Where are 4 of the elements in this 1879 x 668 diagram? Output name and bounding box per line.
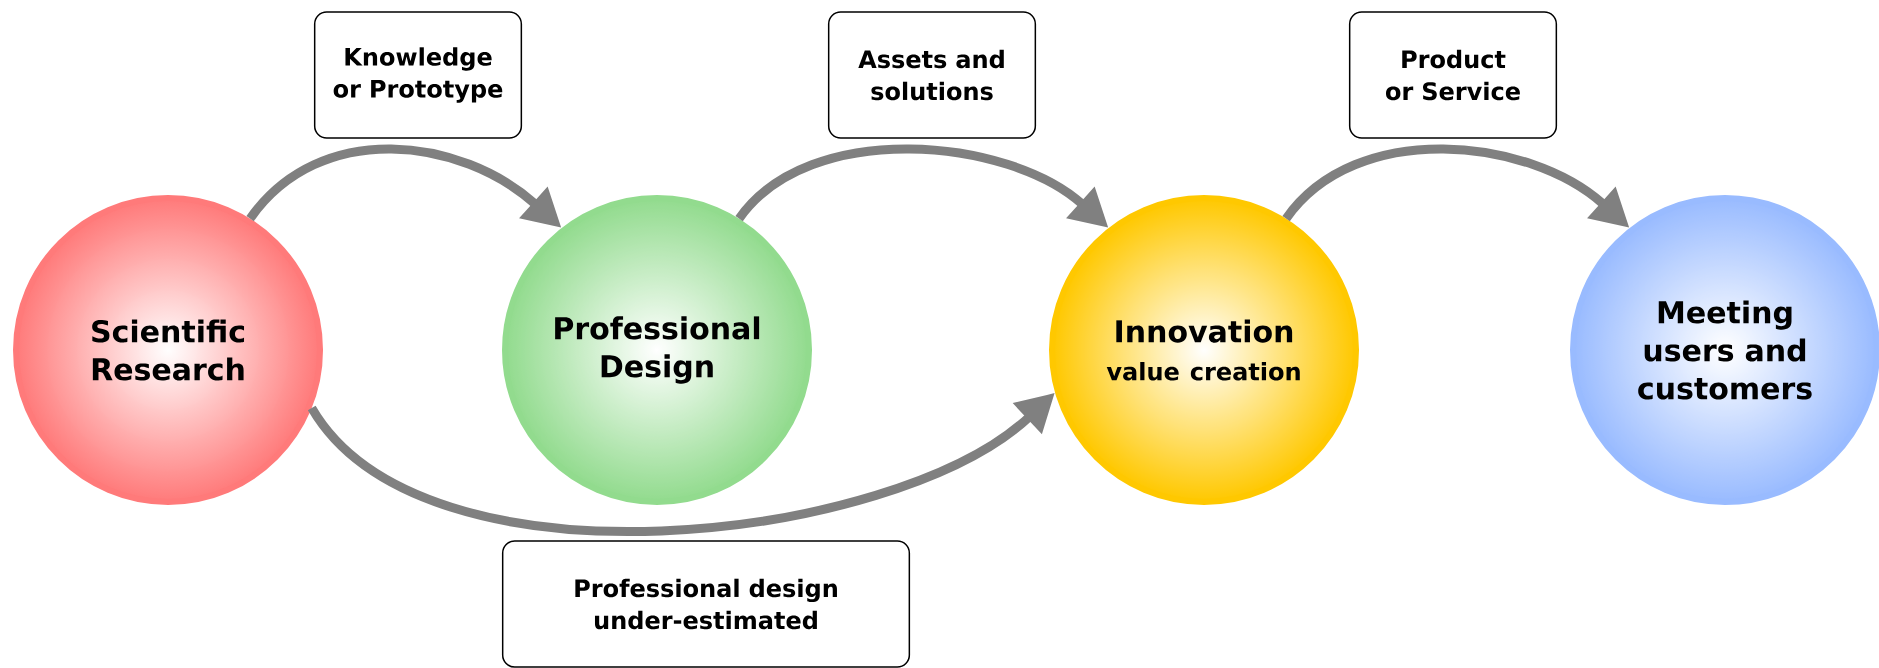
edge-label: Knowledge or Prototype [313,11,523,139]
edge-label: Product or Service [1348,11,1558,139]
edge-label: Assets and solutions [827,11,1037,139]
edge-label: Professional design under-estimated [501,540,911,668]
